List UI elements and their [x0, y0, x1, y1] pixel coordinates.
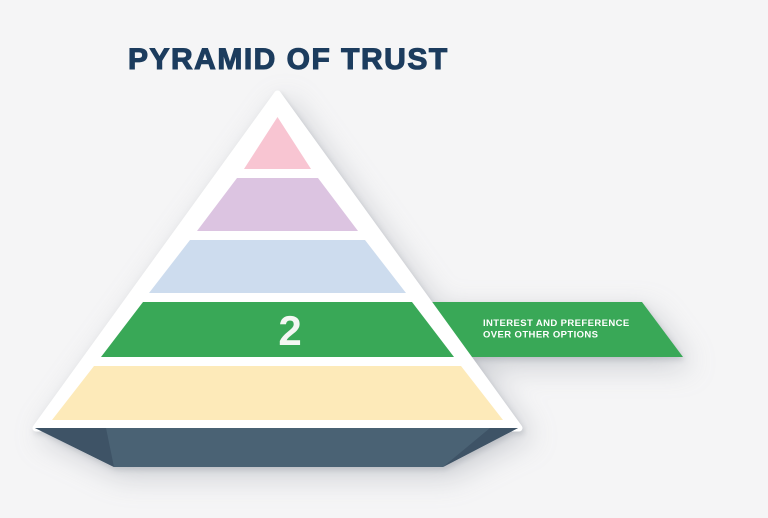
pyramid-level-2	[197, 178, 358, 231]
pyramid-base	[35, 428, 518, 467]
base-front-face	[35, 428, 518, 467]
callout-text-line-2: OVER OTHER OPTIONS	[483, 330, 598, 341]
level-number: 2	[278, 307, 301, 354]
diagram-group: INTEREST AND PREFERENCE OVER OTHER OPTIO…	[32, 90, 683, 467]
callout-text-line-1: INTEREST AND PREFERENCE	[483, 318, 630, 329]
pyramid-level-4-highlighted	[101, 302, 454, 357]
pyramid-level-1	[244, 117, 311, 169]
page-title: PYRAMID OF TRUST	[128, 43, 449, 76]
pyramid-level-5	[52, 366, 503, 420]
base-left-facet	[35, 428, 114, 467]
base-right-facet	[443, 428, 518, 467]
pyramid-level-3	[149, 240, 406, 293]
